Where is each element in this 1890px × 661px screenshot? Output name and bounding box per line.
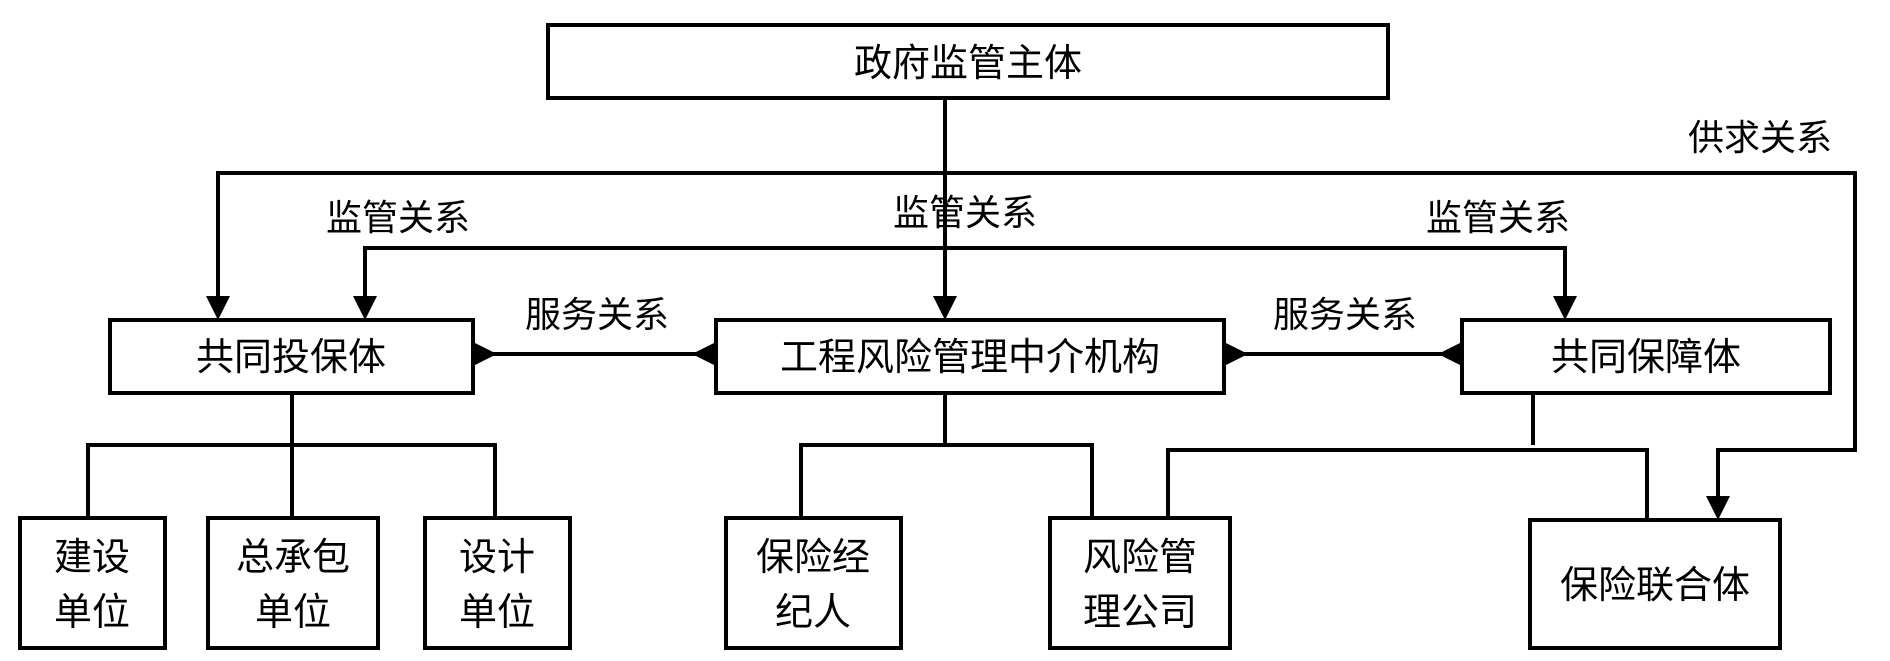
connector-supply-demand	[216, 171, 1857, 500]
box-risk-mgmt-company	[1048, 516, 1232, 650]
box-insurance-broker	[724, 516, 903, 650]
joint-guarantee-label: 共同保障体	[1551, 335, 1741, 379]
relation-label-supervision-center: 监管关系	[893, 193, 1037, 234]
connector-joint-guarantee-branch	[1166, 448, 1649, 518]
relation-label-service-right: 服务关系	[1273, 295, 1417, 336]
arrow-down-joint-insured-supply	[206, 296, 230, 320]
joint-insured-label: 共同投保体	[196, 335, 386, 379]
arrow-left-intermediary-right	[1224, 342, 1248, 366]
box-general-contractor	[206, 516, 380, 650]
box-construction-unit	[18, 516, 167, 650]
construction-unit-label-line2: 单位	[54, 590, 130, 634]
risk-mgmt-company-label-line2: 理公司	[1083, 590, 1197, 634]
government-label: 政府监管主体	[854, 41, 1082, 85]
relation-label-supply-demand: 供求关系	[1688, 118, 1832, 159]
arrow-right-joint-guarantee	[1438, 342, 1462, 366]
intermediary-label: 工程风险管理中介机构	[780, 335, 1160, 379]
relation-label-supervision-right: 监管关系	[1426, 198, 1570, 239]
connector-supervision-bar	[363, 246, 1567, 300]
box-joint-guarantee	[1460, 318, 1832, 395]
arrow-down-joint-guarantee-supervision	[1553, 296, 1577, 320]
box-insurance-consortium	[1528, 518, 1782, 650]
box-intermediary	[714, 318, 1226, 395]
arrow-down-insurance-consortium	[1706, 496, 1730, 520]
design-unit-label-line1: 设计	[459, 535, 535, 579]
arrow-down-intermediary	[933, 296, 957, 320]
arrow-down-joint-insured-supervision	[353, 296, 377, 320]
general-contractor-label-line1: 总承包	[236, 535, 350, 579]
box-government	[546, 23, 1390, 100]
insurance-consortium-label: 保险联合体	[1560, 563, 1750, 607]
general-contractor-label-line2: 单位	[255, 590, 331, 634]
insurance-broker-label-line1: 保险经	[756, 535, 870, 579]
connector-joint-insured-branch	[86, 443, 497, 518]
arrow-left-joint-insured	[473, 342, 497, 366]
risk-mgmt-company-label-line1: 风险管	[1083, 535, 1197, 579]
relation-label-service-left: 服务关系	[525, 295, 669, 336]
box-joint-insured	[108, 318, 475, 395]
insurance-broker-label-line2: 纪人	[775, 590, 851, 634]
connector-intermediary-branch	[799, 443, 1094, 518]
box-design-unit	[423, 516, 572, 650]
design-unit-label-line2: 单位	[459, 590, 535, 634]
construction-unit-label-line1: 建设	[54, 535, 130, 579]
relation-label-supervision-left: 监管关系	[326, 198, 470, 239]
arrow-right-intermediary-left	[692, 342, 716, 366]
